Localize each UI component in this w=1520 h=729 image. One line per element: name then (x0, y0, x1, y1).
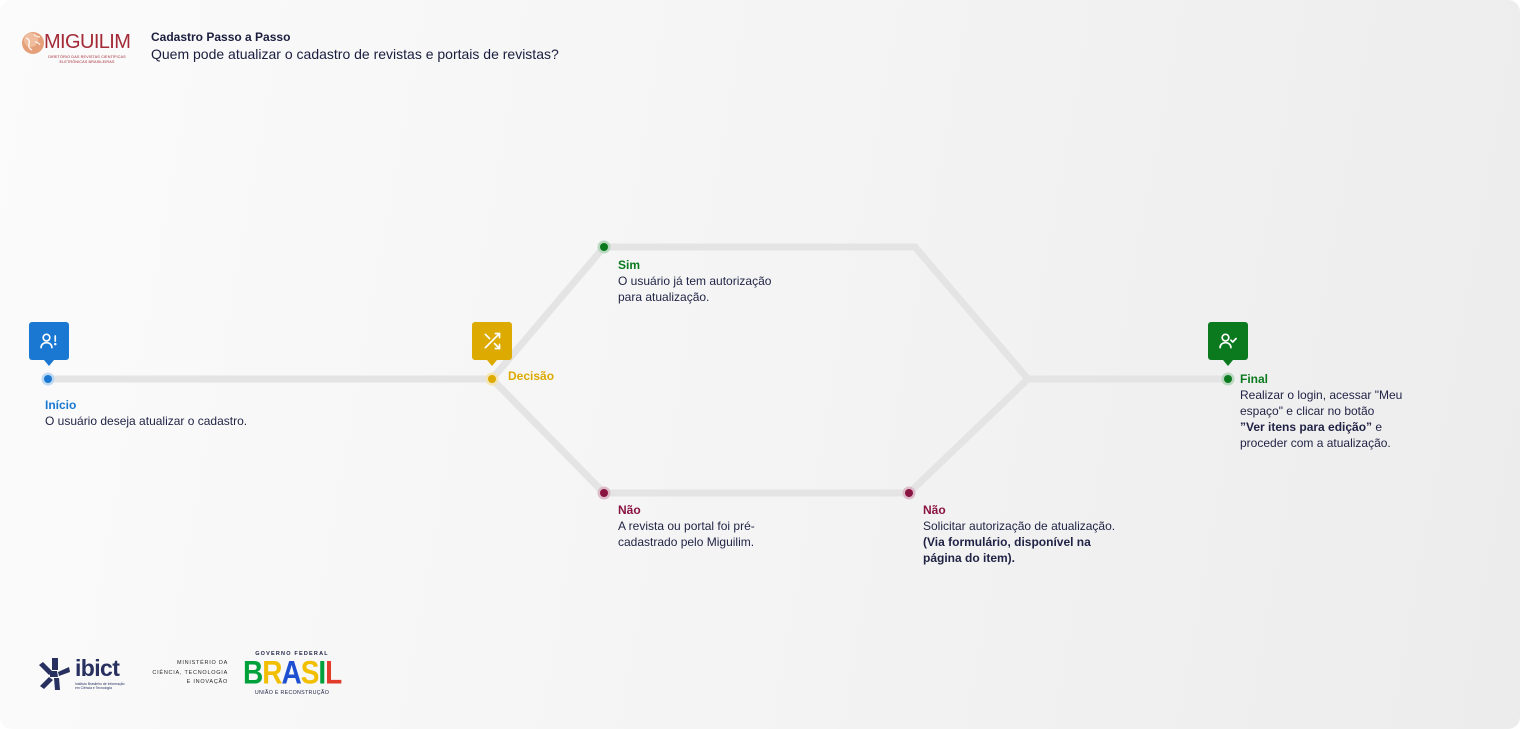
step-description: para atualização. (618, 290, 710, 304)
step-description-line: ”Ver itens para edição” e (1240, 419, 1402, 435)
ibict-name: ibict (75, 655, 120, 681)
ministry-line: CIÊNCIA, TECNOLOGIA (152, 669, 228, 676)
final-step: Final Realizar o login, acessar "Meu esp… (1240, 371, 1402, 451)
brand-name: MIGUILIM (44, 31, 131, 53)
connector-decision-to-yes (488, 243, 1032, 383)
no-pre-registered-step: Não A revista ou portal foi pré- cadastr… (618, 502, 755, 550)
button-name-emphasis: ”Ver itens para edição” (1240, 420, 1373, 434)
dot-core (905, 489, 913, 497)
step-label: Início (45, 398, 77, 412)
step-description: A revista ou portal foi pré- (618, 519, 755, 533)
wordmark-letter: L (325, 654, 342, 691)
marker-pointer (44, 360, 54, 366)
step-description: e (1372, 420, 1383, 434)
ministry-logo: MINISTÉRIO DA CIÊNCIA, TECNOLOGIA E INOV… (138, 659, 228, 688)
wordmark-letter: S (300, 654, 320, 691)
brand-tagline: DIRETÓRIO DAS REVISTAS CIENTÍFICAS (48, 55, 126, 59)
ministry-line: E INOVAÇÃO (186, 679, 228, 685)
brand-tagline: ELETRÔNICAS BRASILEIRAS (59, 60, 115, 64)
node-dot-final (1221, 372, 1235, 386)
page-subtitle: Quem pode atualizar o cadastro de revist… (151, 46, 559, 62)
shuffle-icon (484, 332, 501, 350)
node-dot-no-pre (597, 486, 611, 500)
step-label: Sim (618, 258, 641, 272)
final-marker (1208, 322, 1248, 366)
ibict-logo: ibict Instituto Brasileiro de Informação… (37, 655, 125, 693)
step-description: Realizar o login, acessar "Meu (1240, 388, 1403, 402)
no-request-step: Não Solicitar autorização de atualização… (923, 502, 1115, 566)
step-description-emphasis: página do item). (923, 551, 1016, 565)
step-description: O usuário já tem autorização (618, 274, 772, 288)
node-dot-decision (485, 372, 499, 386)
decision-label: Decisão (508, 369, 555, 383)
dot-core (600, 243, 608, 251)
government-top-text: GOVERNO FEDERAL (255, 651, 329, 657)
node-dot-start (41, 372, 55, 386)
step-description: cadastrado pelo Miguilim. (618, 535, 755, 549)
step-description: espaço" e clicar no botão (1240, 404, 1375, 418)
step-label: Não (923, 503, 946, 517)
ibict-emblem-icon (39, 658, 70, 690)
dot-core (600, 489, 608, 497)
step-label: Não (618, 503, 641, 517)
yes-step: Sim O usuário já tem autorização para at… (618, 257, 771, 305)
wordmark-letter: A (281, 654, 301, 691)
marker-pointer (1223, 360, 1233, 366)
decision-marker (472, 322, 512, 366)
marker-pointer (487, 360, 497, 366)
dot-core (44, 375, 52, 383)
wordmark-letter: I (318, 654, 326, 691)
wordmark-letter: B (243, 654, 263, 691)
step-description: O usuário deseja atualizar o cadastro. (45, 414, 248, 428)
start-marker (29, 322, 69, 366)
step-description: proceder com a atualização. (1240, 436, 1391, 450)
user-check-icon (1219, 333, 1237, 349)
ministry-line: MINISTÉRIO DA (176, 660, 228, 666)
government-slogan: UNIÃO E RECONSTRUÇÃO (254, 690, 330, 696)
ibict-tagline: Instituto Brasileiro de Informação (75, 682, 125, 686)
wordmark-letter: R (262, 654, 282, 691)
user-alert-icon (40, 333, 57, 349)
step-label: Final (1240, 372, 1269, 386)
globe-icon (22, 32, 44, 54)
connector-lines (44, 243, 1232, 497)
brasil-wordmark: BRASIL (243, 654, 342, 691)
node-dot-no-request (902, 486, 916, 500)
step-description: Solicitar autorização de atualização. (923, 519, 1116, 533)
step-description-emphasis: (Via formulário, disponível na (923, 535, 1091, 549)
dot-core (488, 375, 496, 383)
ibict-tagline: em Ciência e Tecnologia (75, 686, 112, 690)
government-logo: GOVERNO FEDERAL BRASIL UNIÃO E RECONSTRU… (243, 650, 342, 698)
connector-decision-to-no (488, 375, 1032, 497)
miguilim-logo: MIGUILIM DIRETÓRIO DAS REVISTAS CIENTÍFI… (20, 28, 136, 68)
page-title: Cadastro Passo a Passo (151, 30, 291, 44)
dot-core (1224, 375, 1232, 383)
start-step: Início O usuário deseja atualizar o cada… (45, 397, 247, 429)
node-dot-yes (597, 240, 611, 254)
